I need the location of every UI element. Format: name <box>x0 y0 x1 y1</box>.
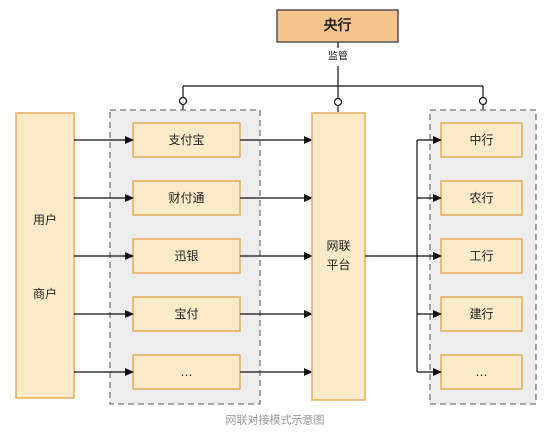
netunion-label-line1: 网联 <box>326 239 350 253</box>
supervision-drop-banks <box>478 86 488 110</box>
bank-label: 中行 <box>469 132 493 147</box>
payment-provider-label: 迅银 <box>174 249 198 263</box>
user-merchant-box <box>15 112 75 399</box>
merchant-label: 商户 <box>33 286 57 301</box>
payment-provider-4: … <box>74 354 313 390</box>
payment-provider-0: 支付宝 <box>74 122 313 158</box>
bank-3: 建行 <box>417 296 523 332</box>
bank-0: 中行 <box>417 122 523 158</box>
netunion-label-line2: 平台 <box>326 257 350 272</box>
payment-provider-label: 支付宝 <box>168 133 204 147</box>
bank-label: 工行 <box>469 249 493 263</box>
bank-label: 农行 <box>469 191 493 205</box>
bank-label: … <box>476 365 488 379</box>
payment-provider-label: 财付通 <box>168 191 204 205</box>
bank-box <box>440 122 523 158</box>
bank-1: 农行 <box>417 180 523 216</box>
central-bank-label: 央行 <box>324 17 352 34</box>
bank-box <box>440 180 523 216</box>
payment-provider-box <box>132 180 241 216</box>
payment-provider-2: 迅银 <box>74 238 313 274</box>
supervision-drop-providers <box>178 86 188 110</box>
supervision-label: 监管 <box>328 50 348 63</box>
bank-box <box>440 354 523 390</box>
supervision-drop-netunion <box>333 86 343 112</box>
payment-provider-label: … <box>181 365 193 379</box>
diagram-caption: 网联对接模式示意图 <box>226 413 325 427</box>
bank-4: … <box>417 354 523 390</box>
payment-provider-3: 宝付 <box>74 296 313 332</box>
bank-box <box>440 296 523 332</box>
user-label: 用户 <box>33 212 57 227</box>
netunion-platform-box <box>311 112 366 401</box>
bank-2: 工行 <box>417 238 523 274</box>
bank-label: 建行 <box>469 307 493 321</box>
payment-provider-label: 宝付 <box>174 307 198 321</box>
central-bank-box <box>276 9 399 43</box>
payment-provider-1: 财付通 <box>74 180 313 216</box>
